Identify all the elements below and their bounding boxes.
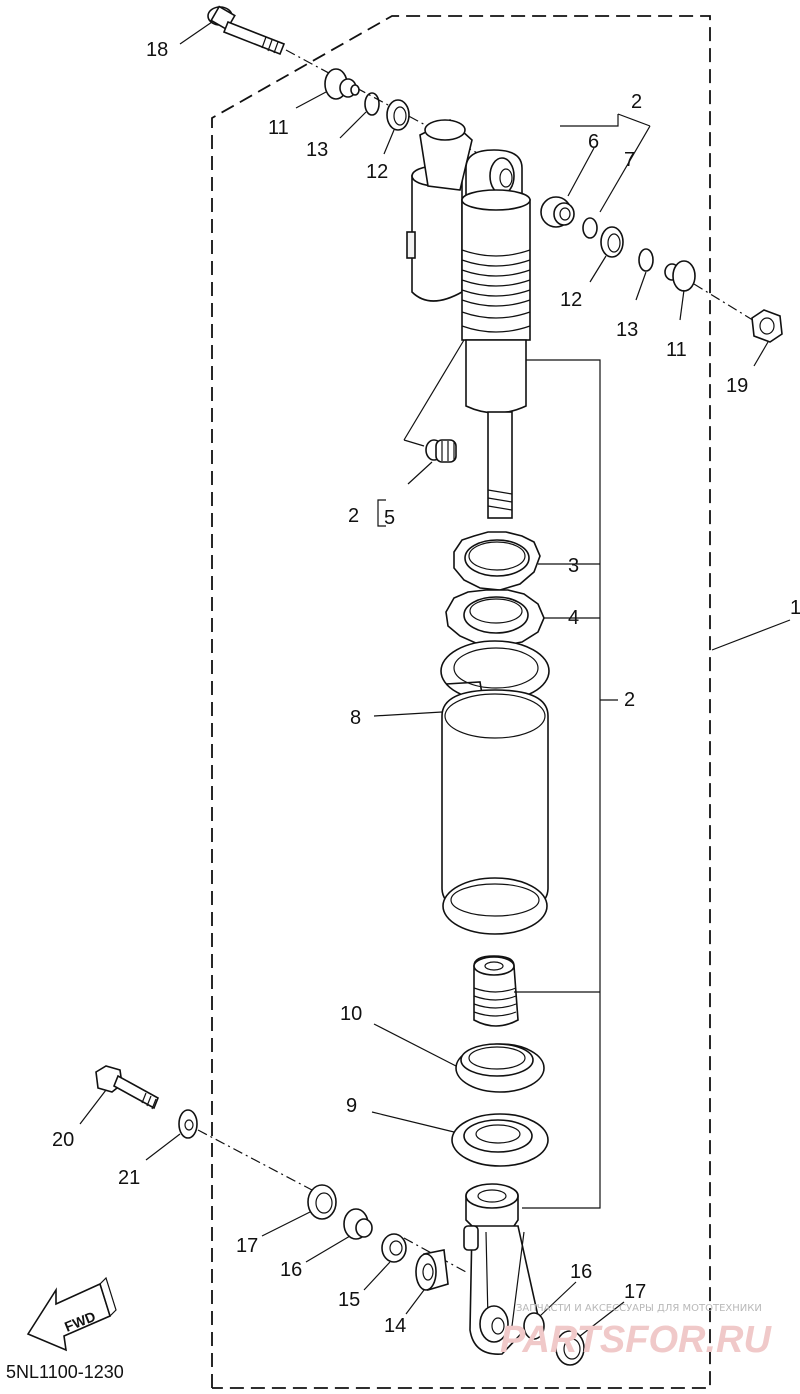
collar-11-left [324,68,360,100]
ring-nut-4 [445,589,545,647]
callout-3: 3 [568,555,579,577]
callout-2-small: 2 [348,505,359,527]
upper-bolt [207,5,521,177]
assembly-boundary [211,15,711,1389]
lower-clevis [463,1183,539,1355]
callout-17-right: 17 [624,1281,646,1303]
spring-seat-10 [455,1043,545,1093]
callout-20: 20 [52,1129,74,1151]
spacer-6 [540,196,575,228]
callout-14: 14 [384,1315,406,1337]
lower-parts [307,1184,585,1366]
callout-12-right: 12 [560,289,582,311]
spring-guide-9 [451,1113,549,1167]
callout-4: 4 [568,607,579,629]
bushing-12-right [600,226,624,258]
ring-nut-3 [453,531,541,591]
lower-bolt [95,1065,467,1273]
callout-21: 21 [118,1167,140,1189]
callout-1: 1 [790,597,800,619]
oring-7 [582,217,598,239]
fwd-arrow-icon: FWD [26,1276,117,1352]
watermark: ЗАПЧАСТИ И АКСЕССУАРЫ ДЛЯ МОТОТЕХНИКИ PA… [500,1303,772,1361]
collar-11-right [664,260,696,292]
diagram-code: 5NL1100-1230 [6,1362,124,1382]
callout-11-right: 11 [666,339,687,361]
callout-13-left: 13 [306,139,328,161]
callout-16-left: 16 [280,1259,302,1281]
callout-2-top: 2 [631,91,642,113]
callout-13-right: 13 [616,319,638,341]
callout-16-right: 16 [570,1261,592,1283]
leader-lines [79,21,791,1337]
callout-19: 19 [726,375,748,397]
watermark-tagline: ЗАПЧАСТИ И АКСЕССУАРЫ ДЛЯ МОТОТЕХНИКИ [516,1303,762,1314]
callout-9: 9 [346,1095,357,1117]
callout-6: 6 [588,131,599,153]
callout-8: 8 [350,707,361,729]
bushing-12-left [386,99,410,131]
callout-7: 7 [624,149,635,171]
adjuster-5 [425,439,457,463]
callout-5: 5 [384,507,395,529]
callout-15: 15 [338,1289,360,1311]
callout-12-left: 12 [366,161,388,183]
callout-2-mid: 2 [624,689,635,711]
bump-stop [473,955,519,1027]
callout-17-left: 17 [236,1235,258,1257]
shock-absorber-body [406,119,531,519]
oring-13-left [364,92,380,116]
oring-13-right [638,248,654,272]
spring-8 [440,640,550,935]
watermark-brand: PARTSFOR.RU [500,1319,772,1361]
callouts: 18 11 13 12 2 6 7 12 13 11 19 2 5 3 4 1 … [52,39,800,1337]
callout-18: 18 [146,39,168,61]
nut-19 [693,283,783,343]
callout-11-left: 11 [268,117,289,139]
callout-10: 10 [340,1003,362,1025]
